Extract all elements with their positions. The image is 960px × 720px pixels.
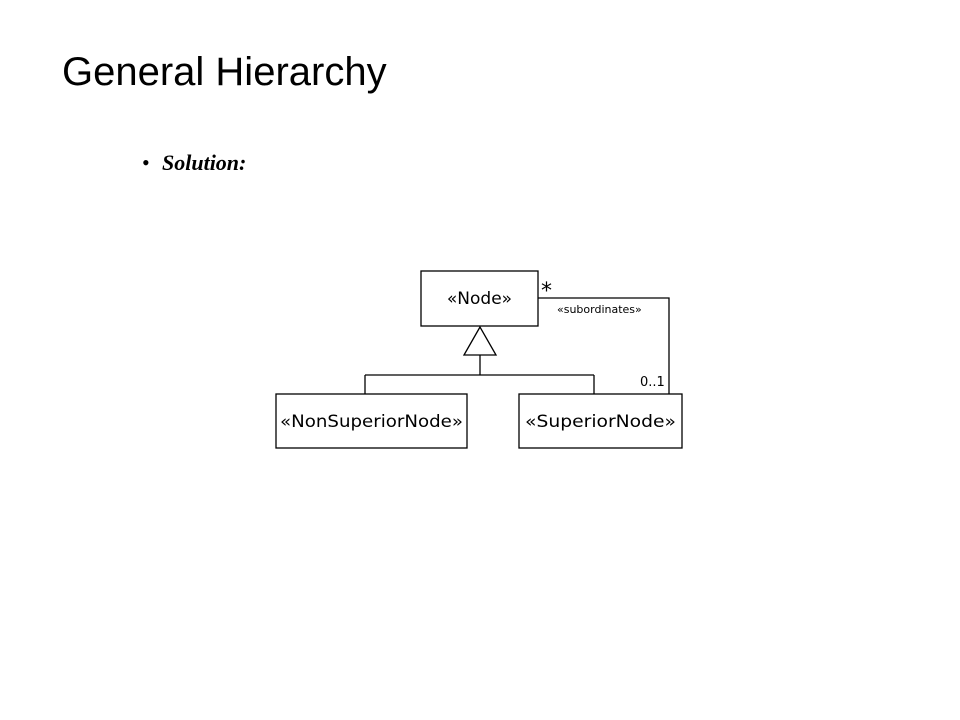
node-class-label: «Node» (447, 289, 512, 309)
superior-node-class-label: «SuperiorNode» (525, 412, 676, 432)
bullet-item: • Solution: (142, 148, 246, 178)
subordinates-role-label: «subordinates» (557, 303, 642, 316)
generalization-triangle (462, 325, 498, 356)
multiplicity-zero-one-label: 0..1 (640, 375, 665, 390)
slide-title: General Hierarchy (62, 50, 387, 94)
bullet-text: Solution: (162, 150, 247, 175)
bullet-icon: • (142, 150, 150, 175)
subordinates-association-line (538, 297, 670, 394)
non-superior-node-class-box (275, 393, 468, 449)
superior-node-class-box (518, 393, 683, 449)
node-class-box (420, 270, 539, 327)
non-superior-node-class-label: «NonSuperiorNode» (280, 412, 463, 432)
multiplicity-many-label: * (541, 279, 552, 304)
